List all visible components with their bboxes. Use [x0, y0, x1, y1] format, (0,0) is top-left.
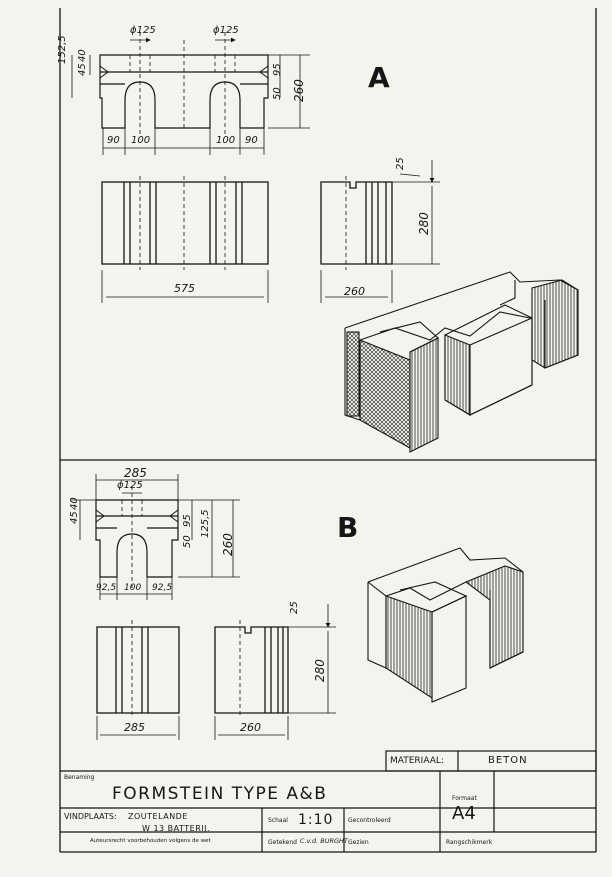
a-dim-40: 40 [77, 49, 88, 62]
a-dim-bore-left: ϕ125 [130, 25, 156, 36]
b-isometric-view [367, 547, 524, 703]
b-dim-280: 280 [313, 659, 327, 682]
gecontroleerd-label: Gecontroleerd [348, 817, 391, 824]
vindplaats-label: VINDPLAATS: [64, 812, 117, 821]
a-dim-45: 45 [77, 63, 88, 76]
a-isometric-view [344, 271, 579, 453]
getekend-label: Getekend [268, 839, 297, 846]
b-dim-50: 50 [182, 535, 193, 548]
formaat-label: Formaat [452, 795, 477, 802]
b-dim-bore: ϕ125 [117, 480, 143, 491]
rangschikmerk-label: Rangschikmerk [446, 839, 493, 846]
title-block-lines [60, 750, 597, 852]
b-dim-100: 100 [124, 583, 142, 593]
vindplaats-line1: ZOUTELANDE [128, 812, 188, 821]
a-dim-280: 280 [417, 212, 431, 235]
a-dim-bore-right: ϕ125 [213, 25, 239, 36]
a-dim-575: 575 [174, 282, 195, 295]
getekend-value: C.v.d. BURGHT [300, 837, 348, 845]
a-side-view [320, 181, 393, 265]
a-dim-100-left: 100 [131, 135, 151, 146]
b-dim-25: 25 [289, 601, 300, 614]
b-dim-925-left: 92,5 [96, 583, 117, 593]
section-a-letter: A [368, 61, 390, 94]
gezien-label: Gezien [348, 839, 369, 846]
a-dim-50: 50 [272, 87, 283, 100]
a-dim-25: 25 [395, 157, 406, 170]
b-side-view [214, 626, 289, 714]
b-dim-125: 125,5 [200, 509, 211, 538]
materiaal-value: BETON [488, 755, 528, 766]
a-front-view [101, 181, 269, 265]
b-dim-45: 45 [69, 511, 80, 524]
b-dim-285-top: 285 [124, 466, 147, 480]
formaat-value: A4 [452, 803, 476, 824]
b-dim-40: 40 [69, 497, 80, 510]
b-dim-260-width: 260 [240, 721, 261, 734]
vindplaats-line2: W 13 BATTERIJ. [142, 824, 211, 833]
b-dim-260-height: 260 [221, 533, 235, 556]
b-dim-925-right: 92,5 [152, 583, 173, 593]
a-dim-100-right: 100 [216, 135, 236, 146]
benaming-label: Benaming [64, 774, 95, 781]
a-dim-152: 152,5 [57, 35, 68, 64]
section-b-letter: B [337, 511, 359, 544]
a-dim-95: 95 [272, 63, 283, 76]
schaal-label: Schaal [268, 817, 288, 824]
schaal-value: 1:10 [298, 812, 334, 828]
b-front-view [96, 626, 180, 714]
copyright-note: Auteursrecht voorbehouden volgens de wet [90, 838, 211, 844]
b-dim-285-bottom: 285 [124, 721, 145, 734]
materiaal-label: MATERIAAL: [390, 756, 444, 766]
a-dim-260-width: 260 [344, 285, 365, 298]
a-dim-90-left: 90 [107, 135, 120, 146]
b-top-view [95, 499, 179, 578]
b-dim-95: 95 [182, 514, 193, 527]
a-dim-90-right: 90 [245, 135, 258, 146]
drawing-title: FORMSTEIN TYPE A&B [112, 784, 328, 804]
a-dim-260-height: 260 [292, 79, 306, 102]
